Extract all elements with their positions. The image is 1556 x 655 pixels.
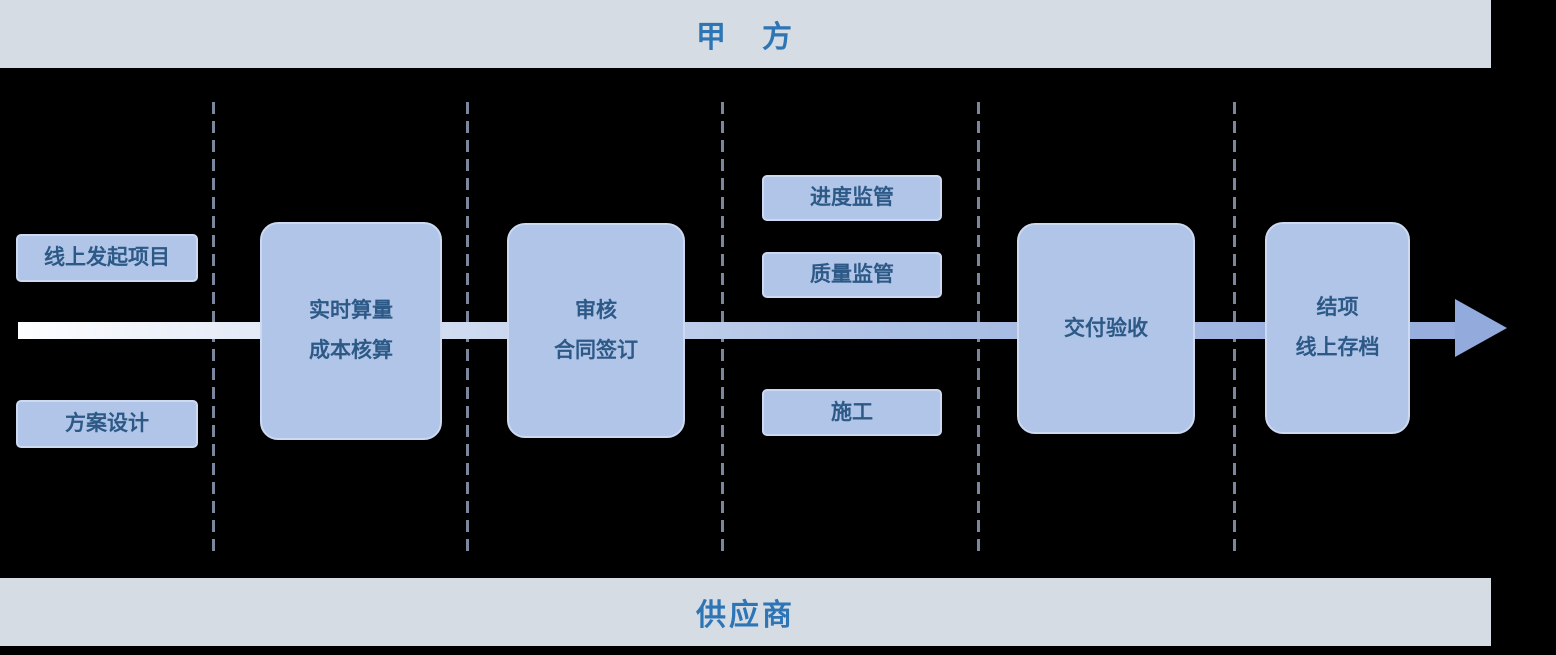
- step-progress-supervision: 进度监管: [762, 175, 942, 221]
- step-label: 施工: [831, 400, 873, 424]
- step-label: 质量监管: [810, 263, 894, 286]
- process-arrow-band: [18, 322, 1455, 339]
- step-label-line2: 成本核算: [309, 339, 393, 362]
- step-label-line1: 结项: [1316, 296, 1359, 319]
- step-quality-supervision: 质量监管: [762, 252, 942, 298]
- step-label: 交付验收: [1064, 316, 1148, 340]
- step-scheme-design: 方案设计: [16, 400, 198, 448]
- lane-banner-supplier: 供应商: [0, 578, 1491, 646]
- lane-label-supplier: 供应商: [696, 599, 795, 632]
- arrowhead-icon: [1455, 299, 1507, 357]
- lane-label-party-a: 甲 方: [696, 21, 795, 54]
- step-realtime-quantity-cost-accounting: 实时算量 成本核算: [260, 222, 442, 440]
- step-review-contract-signing: 审核 合同签订: [507, 223, 685, 438]
- step-delivery-acceptance: 交付验收: [1017, 223, 1195, 434]
- step-label-line1: 实时算量: [309, 299, 393, 322]
- step-construction: 施工: [762, 389, 942, 436]
- step-label-line2: 合同签订: [554, 338, 638, 362]
- step-label: 方案设计: [65, 412, 149, 435]
- step-label: 进度监管: [810, 186, 894, 209]
- step-closing-online-archive: 结项 线上存档: [1265, 222, 1410, 434]
- lane-banner-party-a: 甲 方: [0, 0, 1491, 68]
- step-initiate-project-online: 线上发起项目: [16, 234, 198, 282]
- step-label-line1: 审核: [575, 298, 617, 322]
- step-label-line2: 线上存档: [1295, 336, 1380, 359]
- step-label: 线上发起项目: [44, 246, 170, 269]
